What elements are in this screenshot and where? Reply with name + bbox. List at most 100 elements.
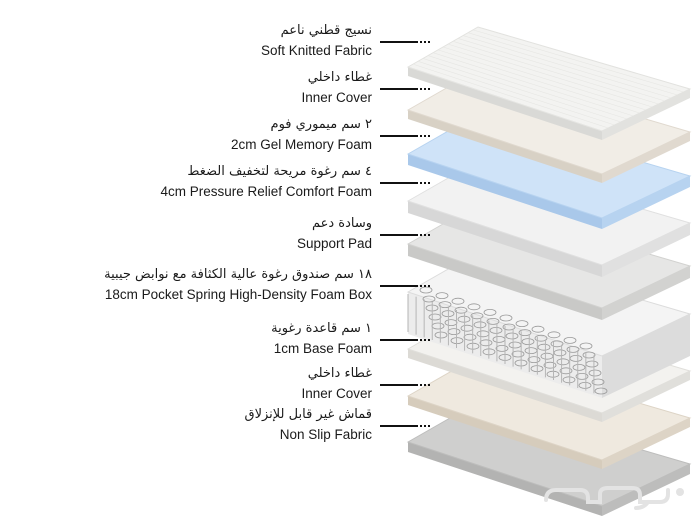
pocket-spring-icon [463, 333, 477, 341]
layer-side-face [602, 89, 690, 140]
layer-side-face [408, 110, 602, 183]
layer-label-arabic: غطاء داخلي [307, 366, 372, 381]
pocket-spring-icon [566, 345, 580, 353]
pocket-spring-icon [534, 334, 548, 342]
leader-dots [416, 339, 430, 341]
layer-side-face [602, 418, 690, 469]
fabric-texture-line [422, 58, 621, 123]
pocket-spring-icon [550, 340, 564, 348]
pocket-spring-icon [562, 376, 576, 384]
pocket-spring-icon [467, 303, 481, 311]
leader-line [380, 182, 416, 184]
pocket-spring-icon [559, 367, 573, 375]
pocket-spring-icon [483, 308, 497, 316]
leader-line [380, 384, 416, 386]
layer-side-face [408, 349, 602, 422]
layer-side-face [408, 442, 602, 516]
layer-side-face [602, 176, 690, 229]
pocket-spring-icon [578, 381, 592, 389]
pocket-spring-icon [527, 356, 541, 364]
pocket-spring-icon [547, 331, 561, 339]
leader-dots [416, 285, 430, 287]
fabric-texture-line [427, 55, 628, 120]
pocket-spring-icon [454, 306, 468, 314]
layer-side-face [602, 266, 690, 320]
pocket-spring-icon [470, 312, 484, 320]
pocket-spring-icon [521, 338, 535, 346]
pocket-spring-icon [457, 315, 471, 323]
pocket-spring-icon [495, 344, 509, 352]
pocket-spring-icon [575, 372, 589, 380]
pocket-spring-icon [531, 325, 545, 333]
pocket-spring-icon [518, 329, 532, 337]
layer-label-english: 18cm Pocket Spring High-Density Foam Box [104, 287, 372, 302]
pocket-spring-icon [473, 321, 487, 329]
fabric-texture-line [467, 32, 678, 96]
pocket-spring-icon [515, 320, 529, 328]
pocket-spring-icon [451, 297, 465, 305]
fabric-texture-line [472, 29, 684, 93]
layer-side-face [408, 154, 602, 229]
pocket-spring-icon [591, 378, 605, 386]
leader-line [380, 425, 416, 427]
fabric-texture-line [407, 66, 603, 132]
pocket-spring-icon [486, 317, 500, 325]
layer-label-arabic: نسيج قطني ناعم [280, 23, 372, 38]
layer-side-face [602, 464, 690, 516]
pocket-spring-icon [502, 323, 516, 331]
pocket-spring-icon [422, 295, 436, 303]
pocket-spring-icon [579, 342, 593, 350]
pocket-spring-icon [489, 326, 503, 334]
pocket-spring-icon [419, 286, 433, 294]
layer-labels: نسيج قطني ناعم Soft Knitted Fabric غطاء دا… [104, 22, 373, 444]
layer-label-arabic: ١ سم قاعدة رغوية [271, 321, 372, 336]
pocket-spring-icon [588, 369, 602, 377]
leader-dots [416, 88, 430, 90]
leader-line [380, 88, 416, 90]
layer-side-face [408, 67, 602, 140]
fabric-texture-line [412, 63, 609, 129]
layer-label-english: Inner Cover [301, 90, 372, 105]
leader-line [380, 234, 416, 236]
layer-1 [406, 26, 692, 140]
layer-label-arabic: غطاء داخلي [307, 70, 372, 85]
pocket-spring-icon [511, 350, 525, 358]
layer-label-5: وسادة دعم Support Pad [297, 215, 372, 253]
fabric-texture-line [437, 49, 640, 114]
layer-label-arabic: قماش غير قابل للإنزلاق [244, 407, 373, 422]
layer-label-7: ١ سم قاعدة رغوية 1cm Base Foam [271, 320, 372, 358]
layer-label-arabic: ٤ سم رغوة مريحة لتخفيف الضغط [187, 164, 372, 179]
fabric-texture-line [462, 35, 672, 99]
layer-side-face [408, 201, 602, 277]
pocket-spring-icon [594, 387, 608, 395]
layer-label-1: نسيج قطني ناعم Soft Knitted Fabric [261, 22, 372, 60]
pocket-spring-icon [582, 351, 596, 359]
leader-dots [416, 182, 430, 184]
pocket-spring-icon [556, 358, 570, 366]
layer-side-face [602, 371, 690, 422]
pocket-spring-icon [428, 313, 442, 321]
layer-side-face [408, 396, 602, 469]
fabric-texture-line [432, 52, 634, 117]
leader-dots [416, 41, 430, 43]
leader-dots [416, 425, 430, 427]
layer-label-english: Soft Knitted Fabric [260, 43, 372, 58]
layer-label-english: Support Pad [296, 236, 372, 251]
layer-label-english: Inner Cover [301, 386, 372, 401]
pocket-spring-icon [434, 331, 448, 339]
pocket-spring-icon [505, 332, 519, 340]
layer-side-face [408, 244, 602, 320]
pocket-spring-icon [435, 292, 449, 300]
layer-label-arabic: ٢ سم ميموري فوم [270, 117, 372, 132]
leader-dots [416, 384, 430, 386]
layer-label-arabic: وسادة دعم [311, 216, 372, 231]
layer-label-6: ١٨ سم صندوق رغوة عالية الكثافة مع نوابض … [104, 266, 372, 304]
leader-dots [416, 135, 430, 137]
fabric-texture-line [442, 46, 647, 111]
layer-label-english: 1cm Base Foam [273, 341, 372, 356]
fabric-texture-line [417, 61, 615, 126]
fabric-texture-line [457, 38, 665, 102]
